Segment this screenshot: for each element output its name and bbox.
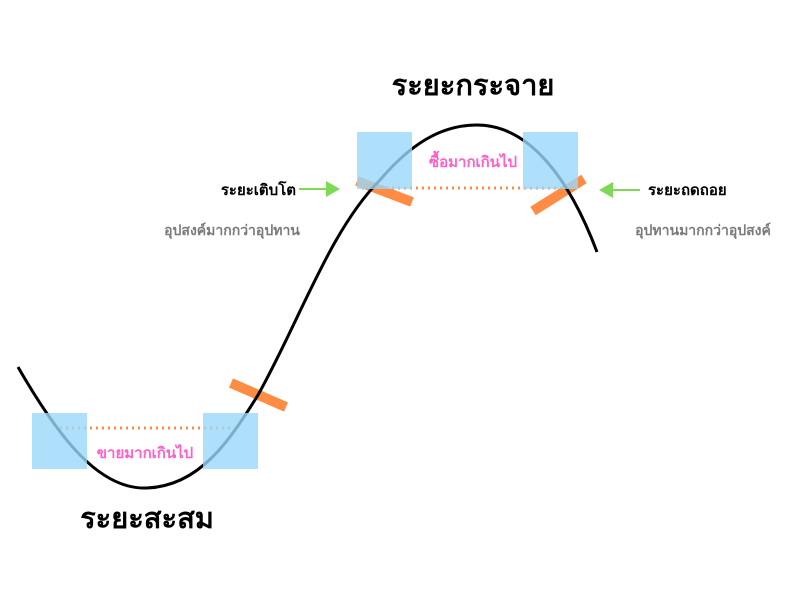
supply-note: อุปทานมากกว่าอุปสงค์ [635,222,771,239]
overbought-label: ซื้อมากเกินไป [429,150,517,171]
oversold-zone-left [32,413,87,469]
markup-label: ระยะเติบโต [221,180,296,199]
price-cycle-curve [16,123,599,490]
markdown-label: ระยะถดถอย [648,181,727,199]
overbought-zone-left [357,132,412,189]
distribution-title: ระยะกระจาย [392,68,555,102]
oversold-zone-right [203,413,258,469]
overbought-zone-right [523,132,578,189]
oversold-label: ขายมากเกินไป [97,443,193,462]
demand-note: อุปสงค์มากกว่าอุปทาน [164,222,300,239]
accumulation-title: ระยะสะสม [80,501,214,535]
